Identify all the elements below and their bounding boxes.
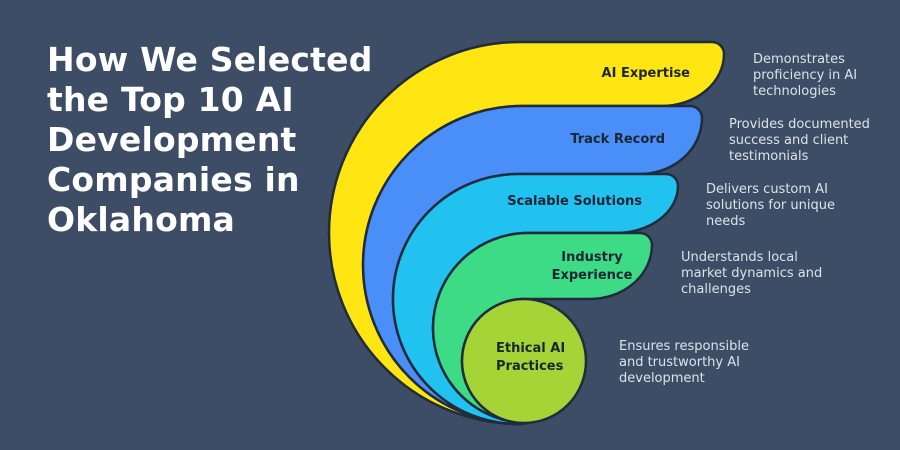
desc-line: Understands local — [681, 250, 798, 265]
label-line: Ethical AI — [496, 341, 566, 356]
criteria-label-ethical-ai-practices: Ethical AI Practices — [496, 340, 565, 376]
title-line: the Top 10 AI — [47, 80, 294, 119]
desc-line: success and client — [729, 133, 849, 148]
label-line: Experience — [551, 268, 633, 283]
title-line: Oklahoma — [47, 200, 235, 239]
desc-line: challenges — [681, 282, 751, 297]
desc-line: needs — [706, 214, 746, 229]
desc-line: technologies — [753, 84, 836, 99]
criteria-desc-industry-experience: Understands local market dynamics and ch… — [681, 250, 841, 298]
desc-line: Provides documented — [729, 117, 870, 132]
label-line: AI Expertise — [601, 66, 690, 81]
label-line: Track Record — [570, 132, 665, 147]
criteria-desc-ai-expertise: Demonstrates proficiency in AI technolog… — [753, 52, 885, 100]
label-line: Practices — [496, 359, 564, 374]
page-title: How We Selected the Top 10 AI Developmen… — [47, 40, 373, 240]
band-ethical-ai-practices-shape — [460, 297, 588, 425]
desc-line: Ensures responsible — [619, 339, 749, 354]
desc-line: testimonials — [729, 149, 809, 164]
criteria-label-industry-experience: Industry Experience — [532, 249, 652, 285]
criteria-label-ai-expertise: AI Expertise — [602, 65, 690, 83]
desc-line: solutions for unique — [706, 198, 835, 213]
criteria-desc-track-record: Provides documented success and client t… — [729, 117, 887, 165]
title-line: How We Selected — [47, 40, 373, 79]
label-line: Scalable Solutions — [507, 194, 642, 209]
desc-line: Delivers custom AI — [706, 182, 828, 197]
title-line: Development — [47, 120, 297, 159]
criteria-label-scalable-solutions: Scalable Solutions — [507, 193, 642, 211]
title-line: Companies in — [47, 160, 300, 199]
criteria-desc-scalable-solutions: Delivers custom AI solutions for unique … — [706, 182, 864, 230]
label-line: Industry — [561, 250, 623, 265]
desc-line: and trustworthy AI — [619, 355, 740, 370]
desc-line: development — [619, 371, 705, 386]
criteria-label-track-record: Track Record — [570, 131, 665, 149]
criteria-desc-ethical-ai-practices: Ensures responsible and trustworthy AI d… — [619, 339, 781, 387]
desc-line: Demonstrates — [753, 52, 845, 67]
desc-line: market dynamics and — [681, 266, 823, 281]
desc-line: proficiency in AI — [753, 68, 858, 83]
